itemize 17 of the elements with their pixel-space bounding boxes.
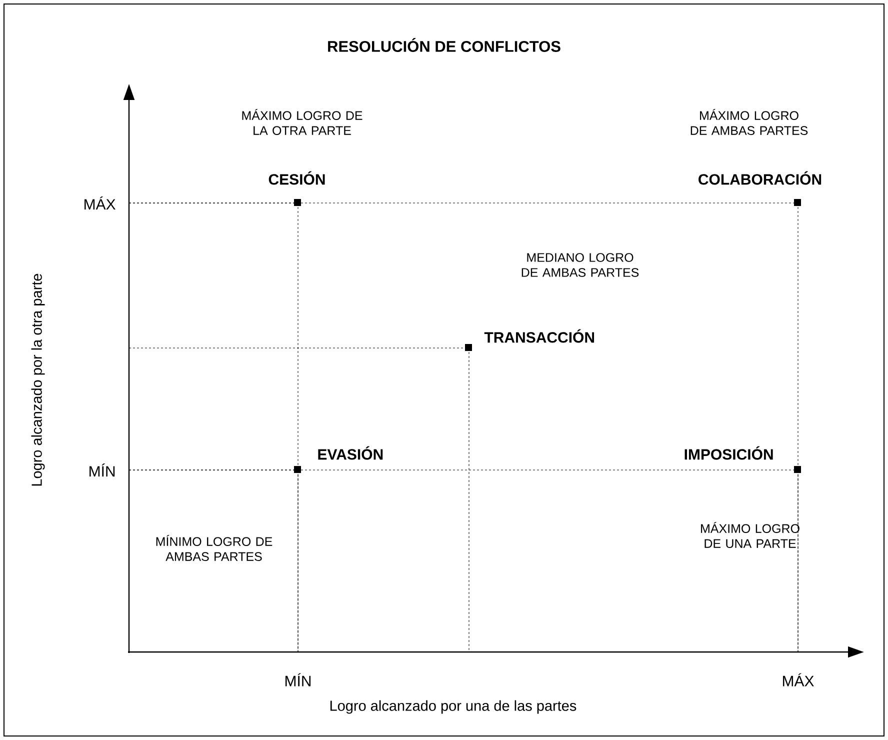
strategy-label: EVASIÓN [318,446,383,460]
axis-title: Logro alcanzado por la otra parte [31,274,45,486]
title: RESOLUCIÓN DE CONFLICTOS [328,38,560,52]
tick-label: MÍN [285,673,311,686]
strategy-label: IMPOSICIÓN [684,446,773,460]
outcome-note: MÁXIMO LOGRO DE UNA PARTE [701,522,800,548]
outcome-note: MEDIANO LOGRO DE AMBAS PARTES [522,253,639,277]
strategy-label: CESIÓN [268,171,325,185]
outcome-note: MÁXIMO LOGRO DE AMBAS PARTES [690,109,808,135]
outcome-note: MÁXIMO LOGRO DE LA OTRA PARTE [242,109,362,135]
strategy-label: COLABORACIÓN [698,171,822,185]
strategy-label: TRANSACCIÓN [484,329,594,343]
tick-label: MÁX [782,673,814,686]
tick-label: MÁX [84,196,116,210]
axis-title: Logro alcanzado por una de las partes [330,700,576,714]
tick-label: MÍN [90,464,115,476]
outcome-note: MÍNIMO LOGRO DE AMBAS PARTES [156,535,272,561]
